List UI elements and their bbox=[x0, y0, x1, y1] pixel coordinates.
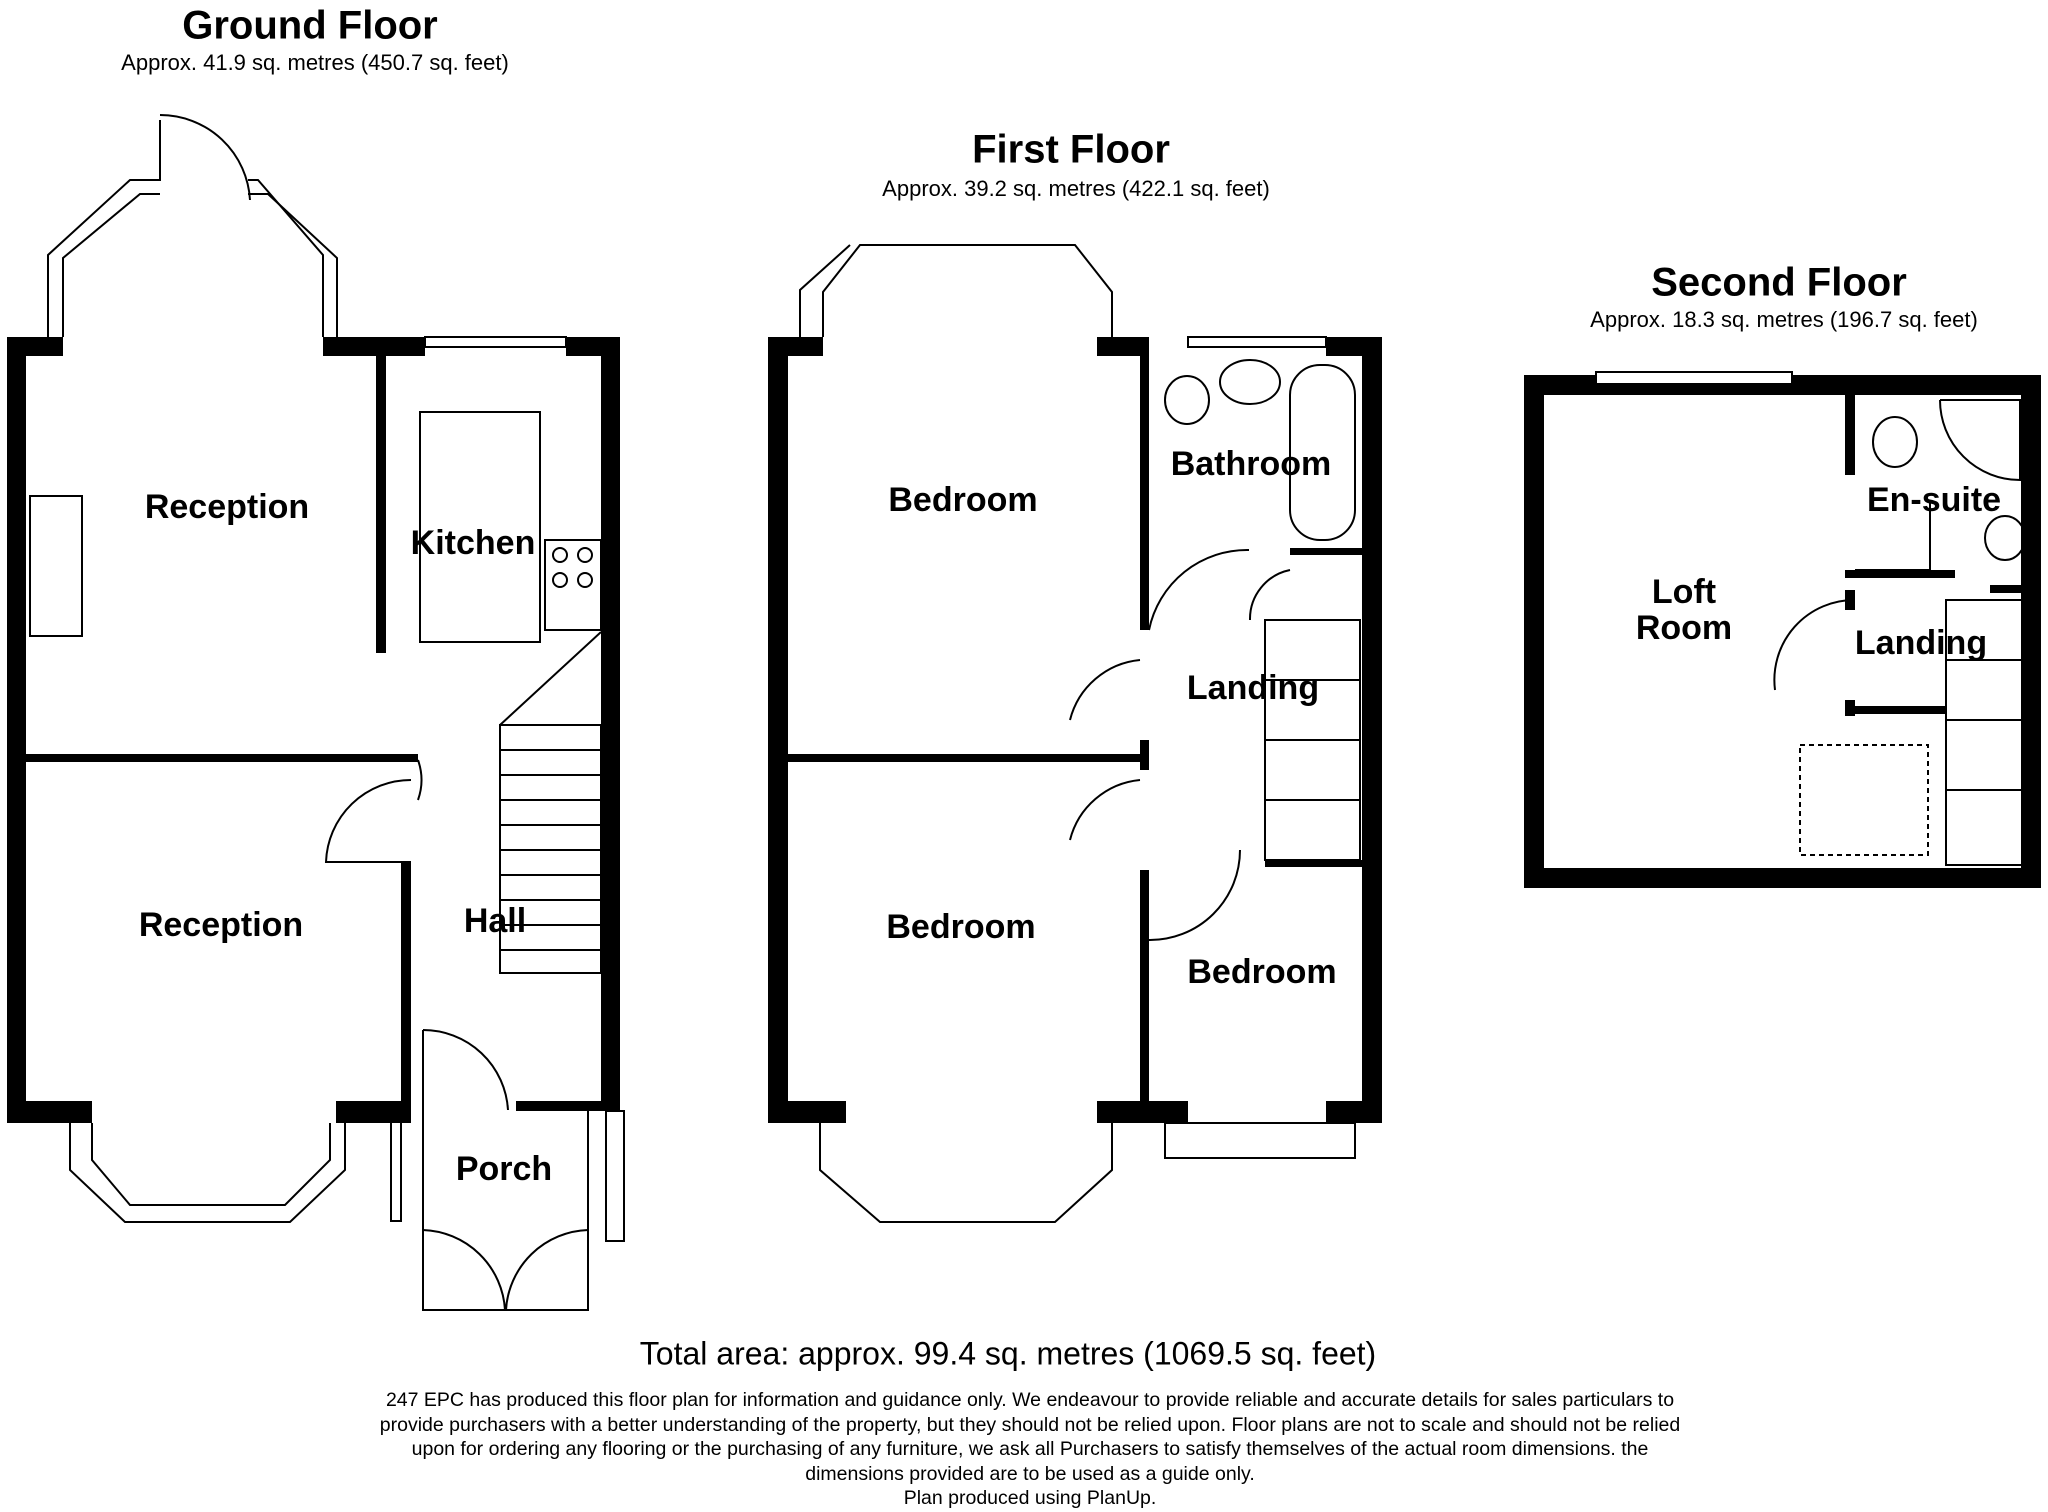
ground-floor-area: Approx. 41.9 sq. metres (450.7 sq. feet) bbox=[121, 50, 509, 75]
first-floor-details bbox=[799, 244, 1361, 1223]
disclaimer-line: Plan produced using PlanUp. bbox=[903, 1486, 1157, 1509]
disclaimer: 247 EPC has produced this floor plan for… bbox=[380, 1388, 1680, 1511]
room-label-kitchen: Kitchen bbox=[410, 524, 536, 562]
first-floor-area: Approx. 39.2 sq. metres (422.1 sq. feet) bbox=[882, 176, 1270, 201]
room-label-hall: Hall bbox=[463, 902, 527, 940]
room-label-loft: Loft bbox=[1651, 573, 1717, 611]
total-area: Total area: approx. 99.4 sq. metres (106… bbox=[639, 1335, 1377, 1372]
disclaimer-line: upon for ordering any flooring or the pu… bbox=[411, 1437, 1649, 1460]
disclaimer-line: dimensions provided are to be used as a … bbox=[805, 1462, 1255, 1485]
disclaimer-line: 247 EPC has produced this floor plan for… bbox=[385, 1388, 1675, 1411]
ground-floor-title: Ground Floor bbox=[182, 3, 438, 48]
room-label-bedroom: Bedroom bbox=[1187, 953, 1337, 991]
room-label-porch: Porch bbox=[455, 1150, 553, 1188]
room-label-bedroom: Bedroom bbox=[888, 481, 1038, 519]
first-floor-title: First Floor bbox=[972, 127, 1170, 172]
room-label-en-suite: En-suite bbox=[1866, 481, 2002, 519]
room-label-bedroom: Bedroom bbox=[886, 908, 1036, 946]
room-label-bathroom: Bathroom bbox=[1170, 445, 1332, 483]
room-label-landing: Landing bbox=[1854, 624, 1988, 662]
first-floor-walls bbox=[768, 337, 1382, 1123]
room-label-room: Room bbox=[1635, 609, 1733, 647]
room-label-reception: Reception bbox=[144, 488, 310, 526]
room-label-reception: Reception bbox=[138, 906, 304, 944]
disclaimer-line: provide purchasers with a better underst… bbox=[379, 1413, 1681, 1436]
second-floor-area: Approx. 18.3 sq. metres (196.7 sq. feet) bbox=[1590, 307, 1978, 332]
ground-floor-walls bbox=[7, 337, 620, 1123]
second-floor-title: Second Floor bbox=[1651, 260, 1907, 305]
room-label-landing: Landing bbox=[1186, 669, 1320, 707]
second-floor-walls bbox=[1524, 371, 2041, 888]
ground-floor-details bbox=[29, 113, 625, 1311]
